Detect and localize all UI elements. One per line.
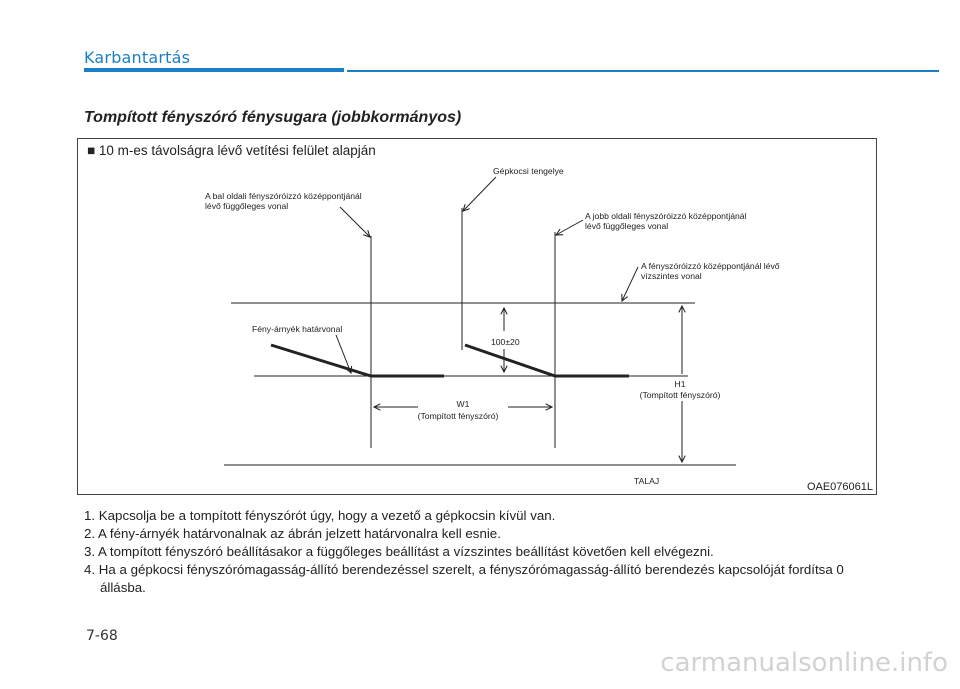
label-right-vertical-2: lévő függőleges vonal: [585, 221, 668, 231]
label-w1: W1: [457, 399, 470, 409]
header-rule-thin: [347, 70, 939, 72]
instruction-list: 1. Kapcsolja be a tompított fényszórót ú…: [84, 507, 884, 597]
left-vertical-leader: [339, 206, 370, 237]
label-h1: H1: [675, 379, 686, 389]
horizontal-leader: [622, 266, 639, 301]
page-number: 7-68: [86, 628, 118, 644]
label-ground: TALAJ: [634, 476, 659, 486]
label-right-vertical-1: A jobb oldali fényszóróizzó középpontján…: [585, 211, 747, 221]
cutoff-leader: [335, 334, 351, 373]
section-title: Karbantartás: [84, 48, 191, 67]
label-cutoff: Fény-árnyék határvonal: [252, 324, 342, 334]
page-heading: Tompított fényszóró fénysugara (jobbkorm…: [84, 109, 462, 126]
instruction-step: 4. Ha a gépkocsi fényszórómagasság-állít…: [84, 562, 844, 595]
left-beam-cutoff: [270, 343, 444, 378]
instruction-step: 3. A tompított fényszóró beállításakor a…: [84, 544, 714, 559]
label-horizontal-2: vízszintes vonal: [641, 271, 702, 281]
label-horizontal-1: A fényszóróizzó középpontjánál lévő: [641, 261, 780, 271]
figure-title: ■ 10 m-es távolságra lévő vetítési felül…: [87, 143, 376, 158]
label-vehicle-axis: Gépkocsi tengelye: [493, 166, 564, 176]
label-h1-sub: (Tompított fényszóró): [640, 390, 721, 400]
right-beam-cutoff: [464, 343, 629, 378]
vehicle-axis-leader: [463, 176, 497, 211]
instruction-step: 1. Kapcsolja be a tompított fényszórót ú…: [84, 508, 556, 523]
label-offset: 100±20: [491, 337, 520, 347]
figure-code: OAE076061L: [806, 481, 873, 493]
watermark: carmanualsonline.info: [660, 648, 948, 678]
label-left-vertical-1: A bal oldali fényszóróizzó középpontjáná…: [205, 191, 362, 201]
diagram-drawing: Gépkocsi tengelye A bal oldali fényszóró…: [205, 166, 780, 486]
instruction-step: 2. A fény-árnyék határvonalnak az ábrán …: [84, 526, 501, 541]
headlamp-aiming-diagram: ■ 10 m-es távolságra lévő vetítési felül…: [77, 138, 877, 495]
right-vertical-leader: [556, 219, 584, 235]
label-w1-sub: (Tompított fényszóró): [418, 411, 499, 421]
label-left-vertical-2: lévő függőleges vonal: [205, 201, 288, 211]
header-rule-thick: [84, 68, 344, 72]
